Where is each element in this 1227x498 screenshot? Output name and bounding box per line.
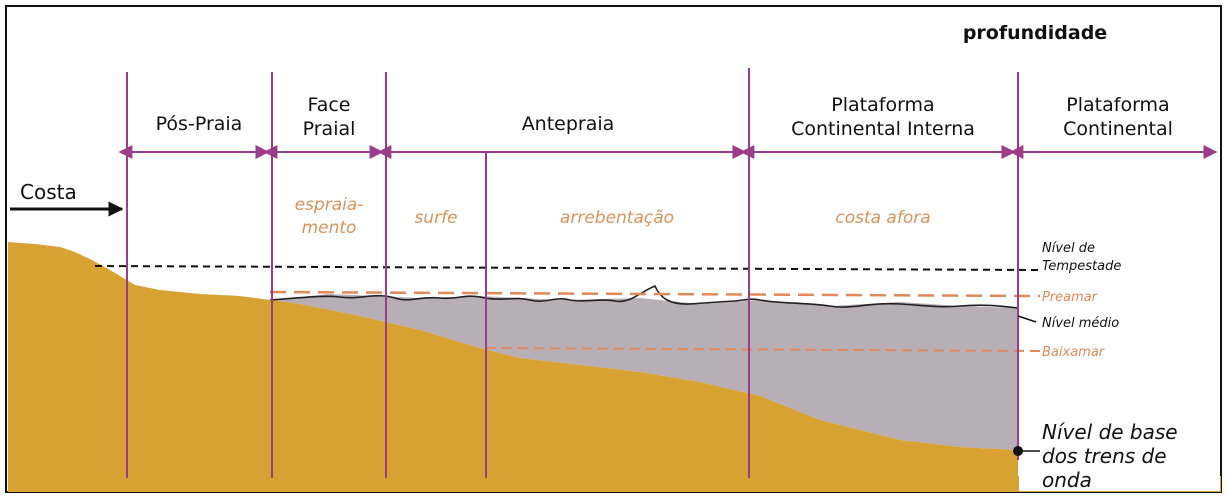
coast-label: Costa — [20, 180, 77, 204]
zone-label-plataforma-continental-2: Continental — [1063, 118, 1173, 140]
subzone-espraiamento-2: mento — [302, 218, 357, 238]
level-baixamar: Baixamar — [1042, 345, 1106, 360]
base-level-line-1: Nível de base — [1042, 420, 1178, 444]
zone-label-plataforma-interna-2: Continental Interna — [791, 118, 975, 140]
level-storm-1: Nível de — [1042, 241, 1095, 256]
base-level-line-3: onda — [1042, 468, 1092, 492]
base-level-line-2: dos trens de — [1042, 444, 1167, 468]
zone-label-pos-praia: Pós-Praia — [156, 113, 243, 135]
subzone-espraiamento-1: espraia- — [295, 195, 364, 215]
level-storm-2: Tempestade — [1042, 259, 1121, 274]
zone-label-face-praial-2: Praial — [303, 118, 356, 140]
level-preamar: Preamar — [1042, 290, 1099, 305]
zone-label-plataforma-interna-1: Plataforma — [831, 94, 934, 116]
level-medio: Nível médio — [1042, 316, 1119, 331]
subzone-arrebentacao: arrebentação — [560, 208, 674, 228]
depth-title: profundidade — [963, 22, 1107, 44]
zone-label-face-praial-1: Face — [308, 94, 351, 116]
subzone-surfe: surfe — [414, 208, 457, 228]
zone-label-antepraia: Antepraia — [522, 113, 615, 135]
zone-label-plataforma-continental-1: Plataforma — [1066, 94, 1169, 116]
subzone-costa-afora: costa afora — [835, 208, 930, 228]
